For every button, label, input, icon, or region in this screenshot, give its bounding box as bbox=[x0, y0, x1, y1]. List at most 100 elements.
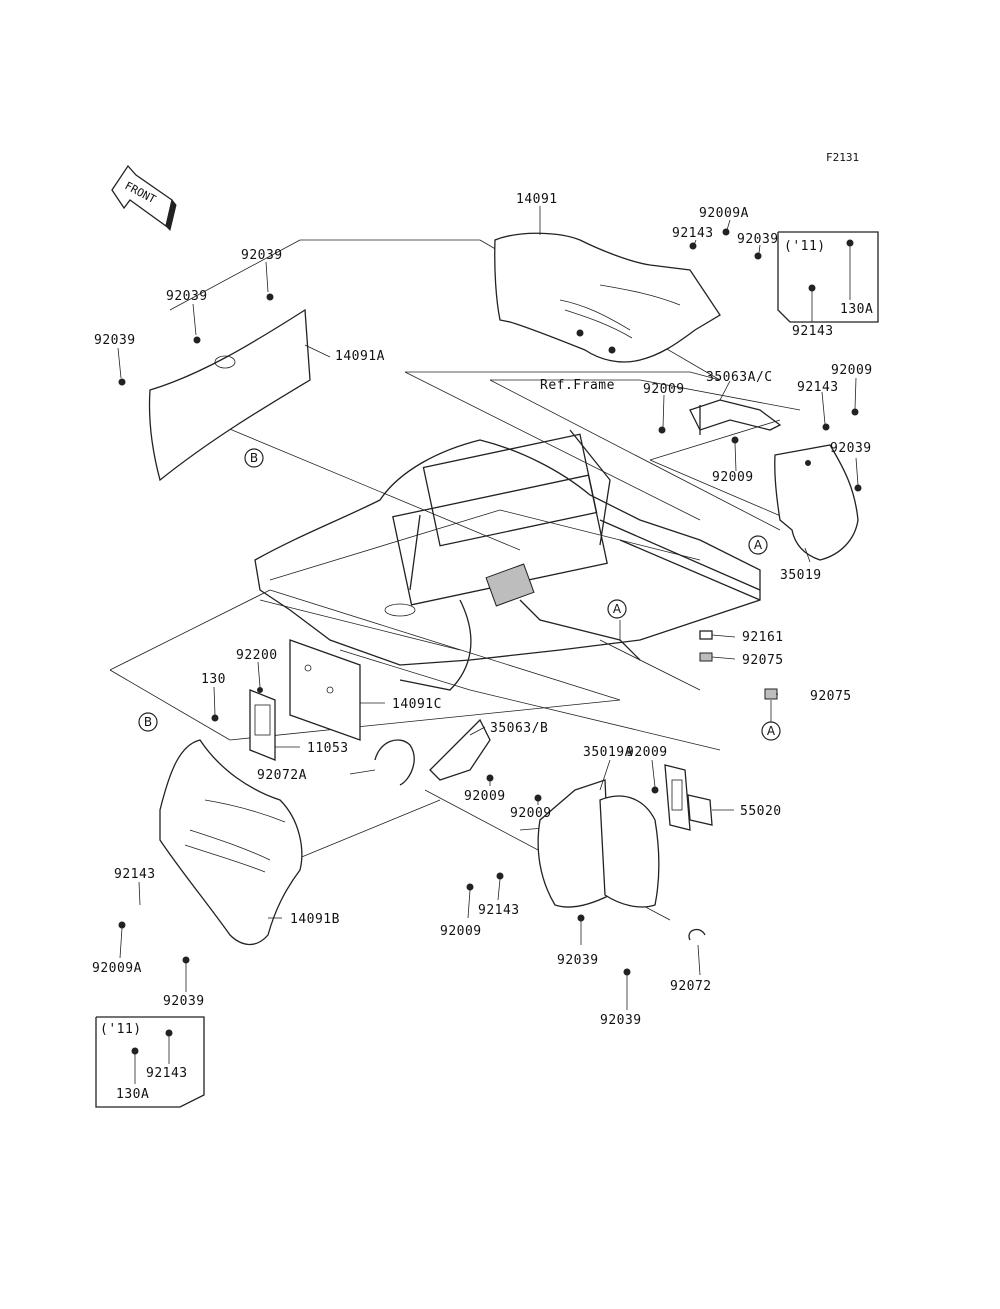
part-label: 11053 bbox=[307, 741, 349, 756]
part-label: 92039 bbox=[830, 441, 872, 456]
bracket-55020 bbox=[664, 764, 713, 831]
rear-fender-part bbox=[494, 232, 721, 363]
mudguard-right-35019 bbox=[774, 444, 859, 561]
bolt-icon bbox=[486, 774, 494, 782]
part-label: 92075 bbox=[810, 689, 852, 704]
part-label: 92009 bbox=[643, 382, 685, 397]
rivet-icon bbox=[577, 914, 585, 922]
nut-icon bbox=[257, 687, 263, 693]
reference-markers: B B A A A bbox=[138, 448, 781, 741]
part-label: 92009 bbox=[510, 806, 552, 821]
leader-lines bbox=[117, 206, 859, 1010]
part-label: 130 bbox=[201, 672, 226, 687]
inset-top-part-a: 130A bbox=[840, 302, 873, 317]
rivet-icon bbox=[266, 293, 274, 301]
bracket-35063B bbox=[429, 718, 491, 781]
rivet-icon bbox=[623, 968, 631, 976]
nut-icon bbox=[822, 423, 830, 431]
nut-icon bbox=[808, 284, 816, 292]
bolt-icon bbox=[466, 883, 474, 891]
ref-frame-label: Ref.Frame bbox=[540, 378, 615, 393]
figure-code: F2131 bbox=[826, 151, 859, 164]
mudguard-35019A bbox=[537, 779, 660, 908]
ref-marker-b: B bbox=[144, 715, 152, 729]
part-label: 92072 bbox=[670, 979, 712, 994]
part-label: 92009 bbox=[464, 789, 506, 804]
bolt-icon bbox=[658, 426, 666, 434]
plate-14091C bbox=[289, 639, 361, 741]
front-fender-14091B bbox=[159, 739, 303, 946]
part-label: 92039 bbox=[166, 289, 208, 304]
bolt-icon bbox=[731, 436, 739, 444]
bolt-icon bbox=[118, 921, 126, 929]
bolt-icon bbox=[651, 786, 659, 794]
ref-marker-a: A bbox=[767, 724, 776, 738]
part-label: 55020 bbox=[740, 804, 782, 819]
part-label: 92039 bbox=[163, 994, 205, 1009]
inset-bottom-year: ('11) bbox=[100, 1022, 142, 1037]
part-label: 14091C bbox=[392, 697, 442, 712]
part-label: 14091 bbox=[516, 192, 558, 207]
main-frame-part bbox=[254, 429, 761, 691]
ref-marker-a: A bbox=[613, 602, 622, 616]
part-label: 92143 bbox=[672, 226, 714, 241]
ref-marker-b: B bbox=[250, 451, 258, 465]
bolt-icon bbox=[131, 1047, 139, 1055]
part-label: 92039 bbox=[600, 1013, 642, 1028]
part-label: 92009A bbox=[699, 206, 749, 221]
side-panel-14091A bbox=[148, 308, 311, 482]
gasket-11053 bbox=[249, 689, 276, 761]
washer-icon bbox=[764, 688, 778, 700]
part-label: 92009 bbox=[440, 924, 482, 939]
bolt-icon bbox=[851, 408, 859, 416]
inset-bottom-part-a: 92143 bbox=[146, 1066, 188, 1081]
part-label: 35063/B bbox=[490, 721, 548, 736]
nut-icon bbox=[496, 872, 504, 880]
part-label: 92009 bbox=[831, 363, 873, 378]
part-label: 14091A bbox=[335, 349, 385, 364]
part-label: 92039 bbox=[94, 333, 136, 348]
inset-bottom-part-b: 130A bbox=[116, 1087, 149, 1102]
part-label: 92039 bbox=[737, 232, 779, 247]
bolt-icon bbox=[754, 252, 762, 260]
nut-icon bbox=[689, 242, 697, 250]
part-label: 14091B bbox=[290, 912, 340, 927]
bolt-icon bbox=[211, 714, 219, 722]
part-label: 35019 bbox=[780, 568, 822, 583]
bracket-35063AC bbox=[689, 399, 782, 435]
rivet-icon bbox=[193, 336, 201, 344]
part-label: 35019A bbox=[583, 745, 633, 760]
inset-2011-bottom: ('11) 92143 130A bbox=[95, 1016, 205, 1108]
rivet-icon bbox=[854, 484, 862, 492]
clamp-92072 bbox=[688, 928, 706, 941]
rivet-icon bbox=[118, 378, 126, 386]
washer-icon bbox=[699, 652, 713, 662]
rivet-icon bbox=[182, 956, 190, 964]
part-label: 92039 bbox=[241, 248, 283, 263]
part-label: 92075 bbox=[742, 653, 784, 668]
part-label: 92143 bbox=[797, 380, 839, 395]
inset-2011-top: ('11) 130A 92143 bbox=[777, 231, 879, 339]
assembly-guide-lines bbox=[109, 239, 801, 921]
part-label: 92009A bbox=[92, 961, 142, 976]
inset-top-part-b: 92143 bbox=[792, 324, 834, 339]
part-label: 92009 bbox=[626, 745, 668, 760]
bolt-icon bbox=[722, 228, 730, 236]
part-label: 35063A/C bbox=[706, 370, 773, 385]
ref-marker-a: A bbox=[754, 538, 763, 552]
part-label: 92200 bbox=[236, 648, 278, 663]
front-arrow-icon: FRONT bbox=[111, 164, 177, 231]
bolt-icon bbox=[846, 239, 854, 247]
part-label: 92143 bbox=[114, 867, 156, 882]
washer-icon bbox=[699, 630, 713, 640]
nut-icon bbox=[165, 1029, 173, 1037]
clamp-92072A bbox=[374, 739, 415, 786]
part-label: 92161 bbox=[742, 630, 784, 645]
bolt-icon bbox=[534, 794, 542, 802]
part-label: 92072A bbox=[257, 768, 307, 783]
part-number-callouts: 14091 92009A 92143 92039 92039 92039 920… bbox=[92, 192, 873, 1028]
part-label: 92143 bbox=[478, 903, 520, 918]
part-label: 92039 bbox=[557, 953, 599, 968]
